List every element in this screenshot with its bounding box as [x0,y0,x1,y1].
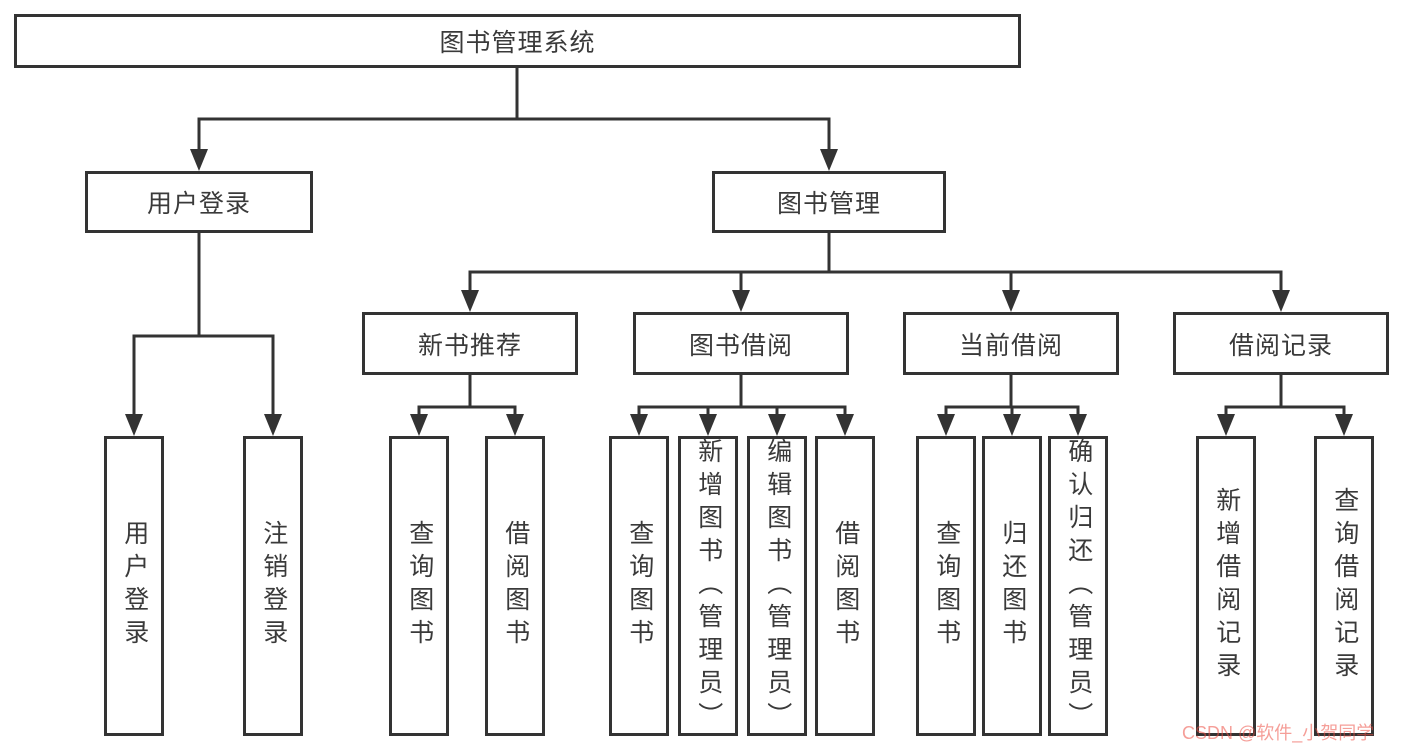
node-borrowing-records: 借阅记录 [1173,312,1389,375]
node-label: 新增图书（管理员） [694,437,723,735]
node-label: 借阅图书 [501,520,530,652]
leaf-logout: 注销登录 [243,436,303,736]
node-label: 用户登录 [146,190,251,218]
leaf-query-books-recommend: 查询图书 [389,436,449,736]
node-label: 借阅记录 [1228,331,1333,360]
leaf-add-book-admin: 新增图书（管理员） [678,436,738,736]
node-label: 查询图书 [625,520,654,652]
watermark: CSDN @软件_小贺同学 [1182,723,1375,743]
leaf-query-borrow-record: 查询借阅记录 [1314,436,1374,736]
node-label: 归还图书 [998,520,1027,652]
leaf-user-login: 用户登录 [104,436,164,736]
leaf-borrow-books-recommend: 借阅图书 [485,436,545,736]
node-library-management-system: 图书管理系统 [14,14,1021,68]
node-book-management: 图书管理 [712,171,946,233]
node-label: 确认归还（管理员） [1064,437,1093,735]
leaf-return-book: 归还图书 [982,436,1042,736]
node-book-borrowing: 图书借阅 [633,312,849,375]
node-label: 编辑图书（管理员） [763,437,792,735]
node-label: 用户登录 [120,520,149,652]
leaf-borrow-books: 借阅图书 [815,436,875,736]
node-label: 查询图书 [932,520,961,652]
node-label: 图书管理 [776,190,881,218]
node-label: 查询借阅记录 [1330,487,1359,685]
node-label: 新书推荐 [417,331,522,360]
leaf-edit-book-admin: 编辑图书（管理员） [747,436,807,736]
node-label: 当前借阅 [958,331,1063,360]
node-label: 借阅图书 [831,520,860,652]
node-label: 新增借阅记录 [1212,487,1241,685]
leaf-confirm-return-admin: 确认归还（管理员） [1048,436,1108,736]
leaf-add-borrow-record: 新增借阅记录 [1196,436,1256,736]
leaf-query-books-current: 查询图书 [916,436,976,736]
node-label: 图书借阅 [688,331,793,360]
node-current-borrowing: 当前借阅 [903,312,1119,375]
node-user-login: 用户登录 [85,171,313,233]
node-label: 图书管理系统 [439,29,596,57]
node-label: 查询图书 [405,520,434,652]
node-new-book-recommendation: 新书推荐 [362,312,578,375]
arrowhead-icons [125,149,1353,436]
node-label: 注销登录 [259,520,288,652]
leaf-query-books-borrow: 查询图书 [609,436,669,736]
